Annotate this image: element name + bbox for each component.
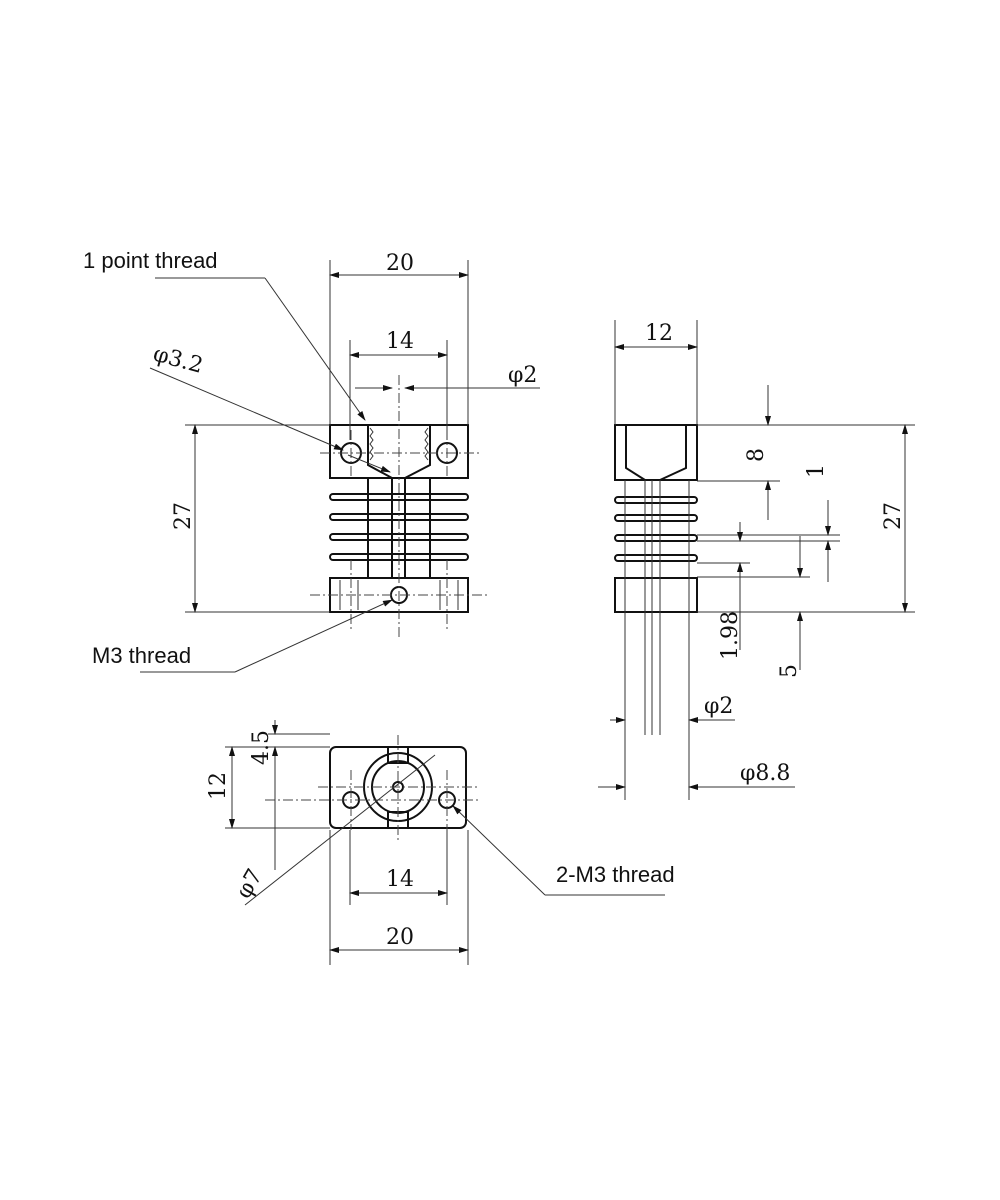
front-width-dim: 20: [386, 251, 414, 276]
front-hole-dia-dim: φ3.2: [150, 342, 205, 379]
m3-thread-label: M3 thread: [92, 643, 191, 668]
front-view: [140, 260, 540, 673]
bottom-width-dim: 20: [386, 925, 414, 950]
side-width-dim: 12: [645, 321, 673, 346]
side-thread-depth-dim: 8: [744, 448, 769, 462]
two-m3-thread-label: 2-M3 thread: [556, 862, 675, 887]
side-base-dim: 5: [777, 664, 802, 678]
bottom-ring-dia-dim: φ7: [232, 865, 268, 903]
bottom-view: [225, 720, 665, 965]
side-view: [598, 320, 915, 800]
side-tube-dia-dim: φ8.8: [740, 761, 790, 786]
bottom-depth-dim: 12: [206, 772, 231, 800]
front-height-dim: 27: [171, 502, 196, 530]
side-height-dim: 27: [881, 502, 906, 530]
point-thread-label: 1 point thread: [83, 248, 218, 273]
front-bore-dim: φ2: [508, 363, 537, 388]
side-fin-thickness-dim: 1: [804, 464, 829, 478]
bottom-hole-spacing-dim: 14: [386, 867, 414, 892]
front-hole-spacing-dim: 14: [386, 329, 414, 354]
side-fin-gap-dim: 1.98: [718, 611, 743, 660]
bottom-offset-dim: 4.5: [249, 730, 274, 765]
side-bore-dim: φ2: [704, 694, 733, 719]
